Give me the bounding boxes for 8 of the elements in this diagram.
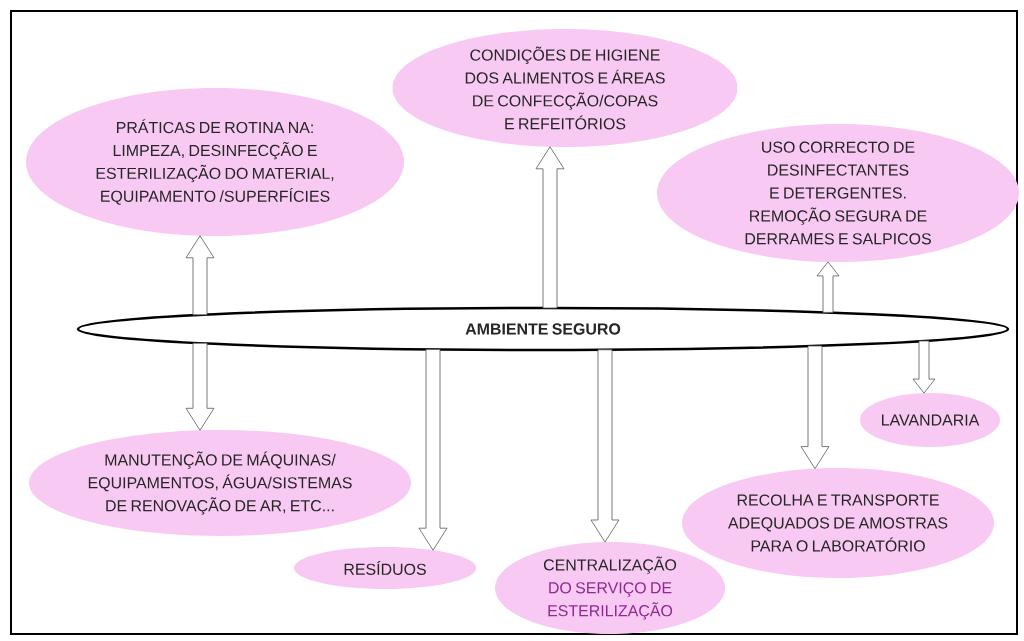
block-arrow — [418, 349, 448, 551]
block-arrow — [816, 261, 840, 313]
block-arrow — [800, 345, 830, 469]
block-arrow — [185, 235, 215, 316]
block-arrow — [912, 340, 936, 394]
block-arrow — [185, 342, 215, 431]
block-arrow — [535, 146, 565, 309]
block-arrow — [590, 349, 620, 543]
